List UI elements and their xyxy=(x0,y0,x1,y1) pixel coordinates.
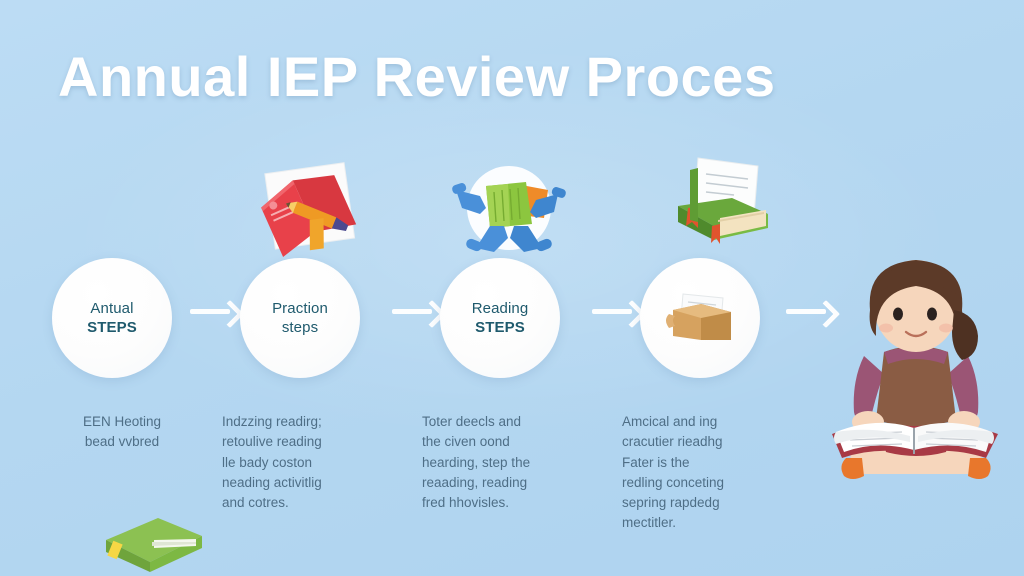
step-column-1: Antual STEPS EEN Heoting bead vvbred xyxy=(34,150,210,572)
page-title: Annual IEP Review Proces xyxy=(58,45,776,108)
step-4-caption-line-3: Fater is the xyxy=(622,454,690,470)
arrow-1-shaft xyxy=(190,309,230,314)
arrow-1 xyxy=(190,299,246,328)
green-book-icon xyxy=(106,518,202,572)
arrow-3-shaft xyxy=(592,309,632,314)
step-4-icon-slot xyxy=(622,150,798,258)
step-2-circle-line2: steps xyxy=(281,319,319,336)
step-4-caption-line-4: redling conceting xyxy=(622,474,725,490)
step-3-circle-line1: Reading xyxy=(471,299,529,317)
girl-reading-book-illustration xyxy=(832,260,998,479)
step-4-caption: Amcical and ing cracutier rieadhg Fater … xyxy=(622,412,798,534)
step-2-caption-line-3: lle bady coston xyxy=(222,454,313,470)
arrow-3 xyxy=(592,299,648,328)
step-3-caption-line-1: Toter deecls and xyxy=(422,414,522,429)
step-1-circle-line1: Antual xyxy=(90,299,134,317)
hands-holding-book-icon xyxy=(452,166,566,252)
step-4-caption-line-6: mectitler. xyxy=(622,515,677,531)
step-3-caption: Toter deecls and the civen oond hearding… xyxy=(422,412,598,513)
step-2-caption-line-4: neading activitlig xyxy=(222,474,322,490)
green-book-document-icon xyxy=(678,157,768,244)
step-2-caption: Indzzing readirg; retoulive reading lle … xyxy=(222,412,398,513)
red-folder-pencil-icon xyxy=(261,162,357,257)
step-1-icon-slot xyxy=(34,150,210,258)
step-2-caption-line-2: retoulive reading xyxy=(222,434,322,450)
step-column-2: Praction steps Indzzing readirg; retouli… xyxy=(222,150,398,510)
cardboard-box-papers-icon xyxy=(666,293,731,340)
step-1-caption-line-1: EEN Heoting xyxy=(82,414,162,429)
step-3-caption-line-2: the civen oond xyxy=(422,434,510,450)
step-4-caption-line-2: cracutier rieadhg xyxy=(622,434,723,450)
step-2-icon-slot xyxy=(222,150,398,258)
step-3-caption-line-4: reaading, reading xyxy=(422,474,528,490)
step-1-caption: EEN Heoting bead vvbred xyxy=(34,412,210,453)
step-1-circle[interactable]: Antual STEPS xyxy=(52,258,172,378)
arrow-2 xyxy=(392,299,448,328)
step-2-caption-line-5: and cotres. xyxy=(222,495,289,510)
step-1-caption-line-2: bead vvbred xyxy=(84,434,160,450)
step-column-4: Amcical and ing cracutier rieadhg Fater … xyxy=(622,150,798,530)
arrow-2-shaft xyxy=(392,309,432,314)
step-3-caption-line-5: fred hhovisles. xyxy=(422,495,510,510)
step-3-icon-slot xyxy=(422,150,598,258)
step-1-circle-line2: STEPS xyxy=(87,319,137,336)
arrow-4 xyxy=(786,299,842,328)
step-3-circle[interactable]: Reading STEPS xyxy=(440,258,560,378)
step-4-caption-line-1: Amcical and ing xyxy=(622,414,718,429)
step-2-caption-line-1: Indzzing readirg; xyxy=(222,414,322,429)
step-column-3: Reading STEPS Toter deecls and the civen… xyxy=(422,150,598,510)
step-2-circle-line1: Praction xyxy=(272,299,328,317)
step-4-circle[interactable] xyxy=(640,258,760,378)
arrow-4-shaft xyxy=(786,309,826,314)
step-2-circle[interactable]: Praction steps xyxy=(240,258,360,378)
step-3-caption-line-3: hearding, step the xyxy=(422,454,531,470)
step-4-caption-line-5: sepring rapdedg xyxy=(622,495,720,510)
step-3-circle-line2: STEPS xyxy=(475,319,525,336)
